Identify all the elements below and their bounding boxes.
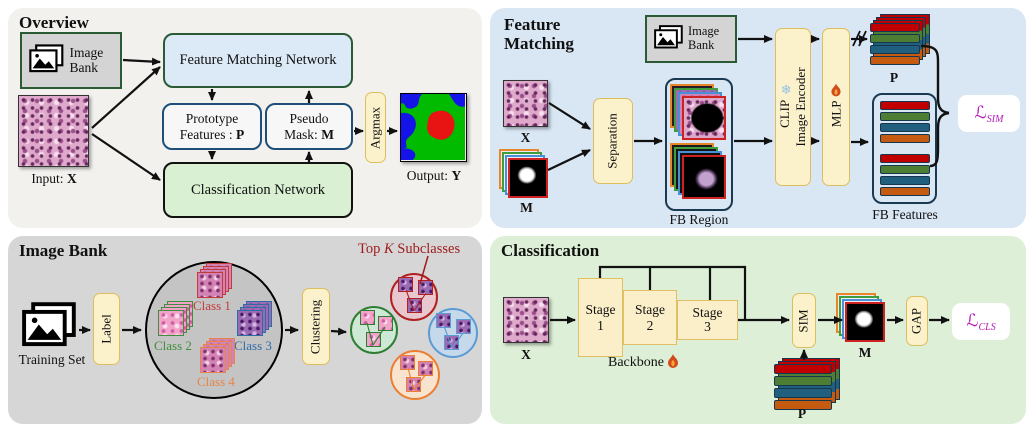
fb-feature-bars-2 [880, 154, 930, 196]
photo-stack-icon [654, 24, 684, 54]
p-label: P [889, 70, 899, 85]
image-bank-box: Image Bank [20, 32, 122, 89]
output-image [396, 93, 467, 162]
m-label: M [858, 345, 872, 360]
image-bank-title: Image Bank [19, 241, 108, 260]
x-image [503, 297, 549, 343]
classification-title: Classification [501, 241, 600, 260]
clustering-box: Clustering [302, 288, 330, 365]
clip-image-encoder-box: CLIP ❄ Image Encoder [775, 28, 811, 186]
prototype-features-box: Prototype Features : P [162, 103, 262, 150]
image-bank-label: Image Bank [688, 24, 720, 52]
class1-label: Class 1 [193, 298, 231, 313]
class3-label: Class 3 [234, 338, 272, 353]
fb-region-label: FB Region [669, 212, 729, 227]
gap-box: GAP [906, 296, 928, 346]
separation-box: Separation [593, 98, 633, 184]
overview-title: Overview [19, 13, 89, 32]
class2-label: Class 2 [154, 338, 192, 353]
backbone-label: Backbone [608, 354, 679, 373]
fb-region-box [665, 78, 733, 211]
p-label: P [797, 406, 807, 421]
classification-network-box: Classification Network [163, 162, 353, 218]
output-label: Output: Y [406, 168, 462, 183]
photo-stack-icon [22, 302, 78, 352]
m-label: M [520, 200, 533, 215]
pseudo-mask-box: Pseudo Mask: M [265, 103, 353, 150]
loss-sim-box: ℒSIM [958, 95, 1020, 132]
image-bank-label: Image Bank [69, 44, 104, 75]
flame-icon [667, 354, 679, 373]
label-op-box: Label [93, 293, 120, 365]
x-label: X [520, 130, 531, 145]
training-set-label: Training Set [18, 352, 86, 367]
image-bank-panel: Image Bank Top K Subclasses Training Set… [8, 236, 482, 424]
loss-cls-box: ℒCLS [952, 303, 1010, 340]
topk-subclasses-label: Top K Subclasses [358, 241, 461, 257]
fb-feature-bars-1 [880, 101, 930, 143]
argmax-box: Argmax [365, 92, 386, 163]
x-image [503, 80, 548, 127]
x-label: X [521, 347, 531, 362]
image-bank-box: Image Bank [645, 15, 737, 63]
fb-features-label: FB Features [872, 207, 938, 222]
photo-stack-icon [28, 43, 65, 78]
feature-matching-network-box: Feature Matching Network [163, 33, 353, 88]
input-image [18, 95, 89, 167]
sim-box: SIM [792, 293, 816, 348]
input-label: Input: X [31, 171, 77, 186]
snowflake-icon: ❄ [780, 83, 792, 99]
flame-icon [831, 84, 842, 101]
mlp-box: MLP [822, 28, 850, 186]
overview-panel: Overview Image Bank Input: X Feature Mat… [8, 8, 482, 228]
class4-label: Class 4 [197, 374, 235, 389]
